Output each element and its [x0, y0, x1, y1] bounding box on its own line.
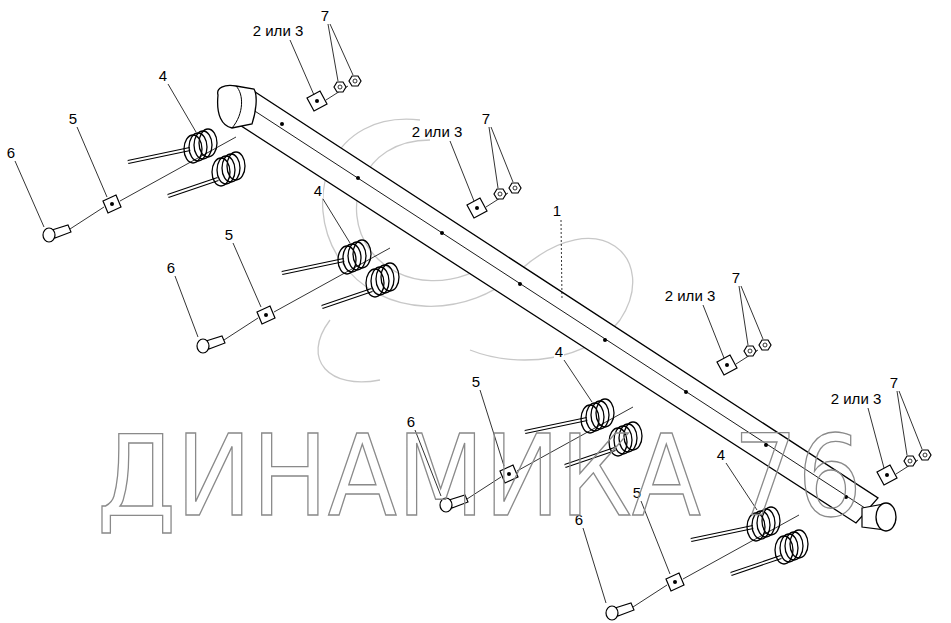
callout-number: 2 или 3: [664, 288, 717, 303]
callout-number: 5: [68, 111, 78, 126]
callout-number: 4: [554, 344, 564, 359]
callout-number: 7: [320, 8, 330, 23]
callout-number: 2 или 3: [411, 124, 464, 139]
callout-number: 1: [552, 203, 562, 218]
callout-number: 6: [6, 145, 16, 160]
callout-number: 4: [158, 68, 168, 83]
callout-number: 7: [731, 270, 741, 285]
callout-number: 5: [471, 374, 481, 389]
callout-number: 6: [166, 260, 176, 275]
callout-number: 2 или 3: [830, 391, 883, 406]
callout-number: 7: [889, 375, 899, 390]
watermark: ДИНАМИКА 76: [97, 420, 862, 532]
callout-number: 2 или 3: [252, 23, 305, 38]
callout-number: 4: [313, 183, 323, 198]
callout-number: 5: [224, 227, 234, 242]
callout-number: 7: [481, 111, 491, 126]
